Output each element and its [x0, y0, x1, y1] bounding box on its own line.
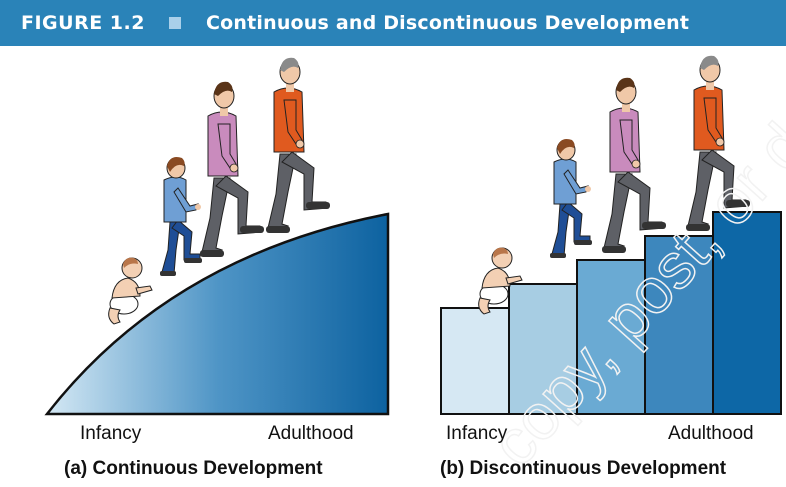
- step-block-5: [712, 211, 782, 415]
- panel-a-axis-end: Adulthood: [268, 423, 354, 444]
- figure-header: FIGURE 1.2 Continuous and Discontinuous …: [0, 0, 786, 46]
- panel-b-axis-end: Adulthood: [668, 423, 754, 444]
- adult-figure-b: [685, 55, 751, 232]
- diagram-artwork: [44, 55, 782, 416]
- child-figure-a: [159, 156, 203, 277]
- step-block-3: [576, 259, 646, 415]
- step-block-1: [440, 307, 510, 415]
- step-block-4: [644, 235, 714, 415]
- teen-figure-b: [601, 77, 667, 254]
- panel-b-caption: (b) Discontinuous Development: [440, 458, 727, 479]
- baby-figure-a: [108, 257, 153, 325]
- continuous-curve: [44, 212, 390, 416]
- step-block-2: [508, 283, 578, 415]
- teen-figure-a: [199, 81, 265, 258]
- continuous-curve-group: [44, 57, 390, 416]
- adult-figure-a: [265, 57, 331, 234]
- panel-a-caption: (a) Continuous Development: [64, 458, 323, 479]
- figure-label: FIGURE 1.2: [21, 12, 145, 34]
- discontinuous-steps-group: [440, 211, 782, 415]
- header-square-icon: [168, 17, 181, 29]
- panel-a-axis-start: Infancy: [80, 423, 142, 444]
- figure-title: Continuous and Discontinuous Development: [205, 12, 690, 34]
- panel-b-axis-start: Infancy: [446, 423, 508, 444]
- child-figure-b: [549, 138, 593, 259]
